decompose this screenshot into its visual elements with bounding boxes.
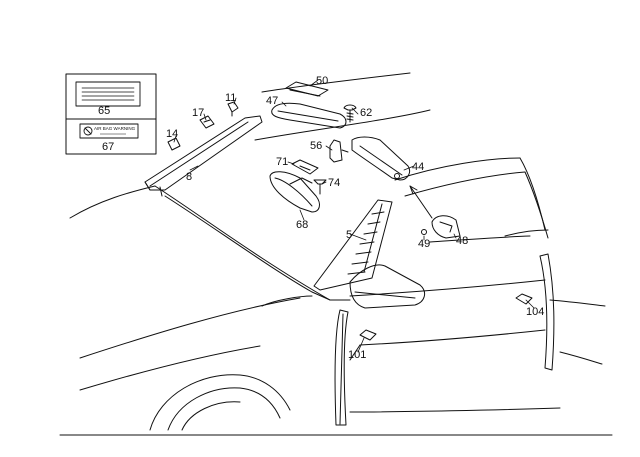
callout-56: 56: [310, 140, 322, 152]
callout-71: 71: [276, 156, 288, 168]
side-mirror: [349, 264, 426, 309]
rearview-mirror: [269, 171, 320, 213]
callout-labels: 8 11 17 14 50 47 62 56 44 71 74 68 5 49 …: [98, 75, 544, 361]
wheel-arch: [149, 374, 291, 431]
callout-104: 104: [526, 306, 544, 318]
callout-11: 11: [225, 92, 236, 104]
car-body-outline: [69, 72, 606, 413]
clip-104: [515, 293, 533, 305]
callout-67: 67: [102, 141, 114, 153]
windshield-pillar-trim: [144, 115, 263, 197]
callout-65: 65: [98, 105, 110, 117]
clip-101: [359, 329, 377, 341]
callout-5: 5: [346, 229, 352, 241]
callout-14: 14: [166, 128, 178, 140]
sun-visor-cover: [285, 81, 329, 97]
trim-clip-11: [227, 101, 239, 117]
label-legend-box: [65, 73, 157, 155]
mirror-screw: [313, 179, 327, 195]
door-seal-rear: [539, 253, 555, 371]
visor-bracket: [431, 215, 461, 239]
airbag-warning-label: AIR BAG WARNING: [94, 126, 136, 131]
callout-48: 48: [456, 235, 468, 247]
callout-50: 50: [316, 75, 328, 87]
callout-44: 44: [412, 161, 424, 173]
callout-49: 49: [418, 238, 430, 250]
callout-68: 68: [296, 219, 308, 231]
mounting-screw: [343, 104, 357, 123]
a-pillar-trim: [313, 199, 393, 291]
washer: [421, 229, 427, 235]
callout-62: 62: [360, 107, 372, 119]
sun-visor-left: [271, 102, 347, 129]
trim-clip-14: [167, 137, 181, 151]
visor-clip: [329, 139, 349, 163]
callout-101: 101: [348, 349, 366, 361]
callout-8: 8: [186, 171, 192, 183]
callout-17: 17: [192, 107, 204, 119]
callout-74: 74: [328, 177, 340, 189]
leader-lines: [173, 79, 535, 353]
callout-47: 47: [266, 95, 278, 107]
sun-visor-right: [351, 136, 411, 181]
door-seal-front: [334, 309, 349, 426]
mirror-mount-plate: [291, 159, 319, 175]
assembly-arrow: [409, 185, 433, 219]
